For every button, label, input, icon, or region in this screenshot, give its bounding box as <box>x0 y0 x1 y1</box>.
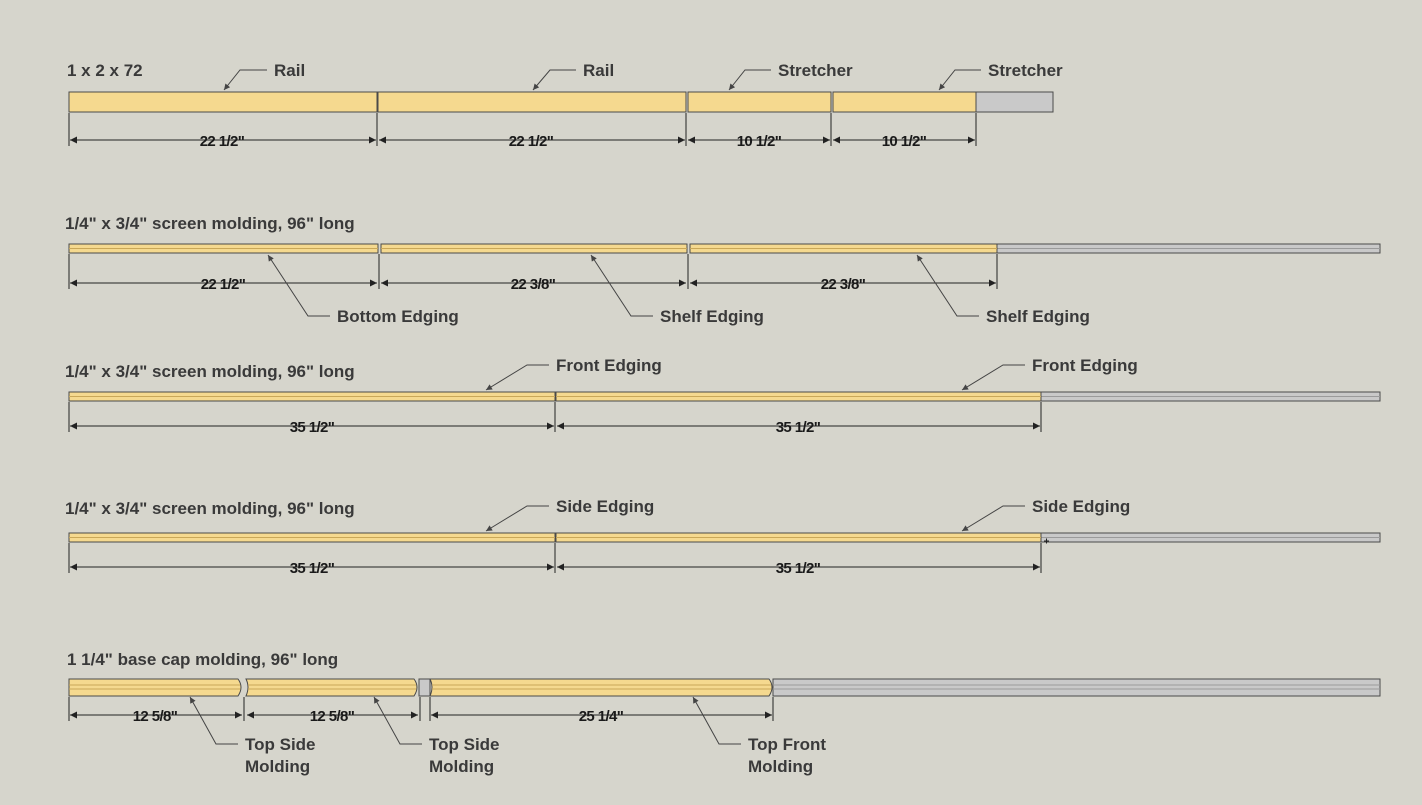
cut-piece-bottom-edging: 22 1/2" Bottom Edging <box>68 243 459 326</box>
piece-label-line-1: Top Front <box>748 735 826 754</box>
leader-line <box>373 696 422 745</box>
leader-line <box>532 69 576 91</box>
piece-label: Front Edging <box>556 356 662 375</box>
cut-piece-rail-2: 22 1/2" Rail <box>376 61 687 150</box>
board-title: 1/4" x 3/4" screen molding, 96" long <box>65 499 355 518</box>
board-title: 1/4" x 3/4" screen molding, 96" long <box>65 214 355 233</box>
board-piece <box>68 678 242 697</box>
dimension-label: 35 1/2" <box>776 560 821 577</box>
dimension-label: 22 1/2" <box>200 133 245 150</box>
dimension-label: 35 1/2" <box>290 419 335 436</box>
board-piece <box>429 678 773 697</box>
board-kerf-offcut <box>418 678 431 697</box>
dimension-label: 12 5/8" <box>310 708 355 725</box>
cut-piece-top-side-molding-2: 12 5/8" Top Side Molding <box>243 678 500 776</box>
cut-piece-top-front-molding: 25 1/4" Top Front Molding <box>419 678 826 776</box>
cut-piece-stretcher-1: 10 1/2" Stretcher <box>685 61 853 150</box>
board-title: 1/4" x 3/4" screen molding, 96" long <box>65 362 355 381</box>
board-piece <box>377 91 687 113</box>
board-title: 1 1/4" base cap molding, 96" long <box>67 650 338 669</box>
board-title: 1 x 2 x 72 <box>67 61 143 80</box>
leader-line <box>267 254 330 317</box>
stock-board-4: 1/4" x 3/4" screen molding, 96" long 35 … <box>65 497 1381 577</box>
board-piece <box>832 91 977 113</box>
cursor-crosshair-icon <box>1044 538 1049 544</box>
stock-board-1: 1 x 2 x 72 22 1/2" Rail 22 1/2" Rail 10 … <box>67 61 1063 150</box>
dimension-label: 12 5/8" <box>133 708 178 725</box>
leader-line <box>590 254 653 317</box>
leader-line <box>938 69 981 91</box>
piece-label-line-2: Molding <box>429 757 494 776</box>
cut-piece-side-edging-2: 35 1/2" Side Edging <box>554 497 1130 577</box>
piece-label: Side Edging <box>556 497 654 516</box>
cut-piece-stretcher-2: 10 1/2" Stretcher <box>830 61 1063 150</box>
leader-line <box>223 69 267 91</box>
stock-board-5: 1 1/4" base cap molding, 96" long 12 5/8… <box>67 650 1381 776</box>
piece-label-line-2: Molding <box>245 757 310 776</box>
dimension-label: 10 1/2" <box>737 133 782 150</box>
leader-line <box>692 696 741 745</box>
dimension-label: 35 1/2" <box>776 419 821 436</box>
cut-piece-rail-1: 22 1/2" Rail <box>68 61 378 150</box>
board-piece <box>687 91 832 113</box>
piece-label-line-1: Top Side <box>245 735 316 754</box>
leader-line <box>961 505 1025 532</box>
piece-label-line-1: Top Side <box>429 735 500 754</box>
leader-line <box>916 254 979 317</box>
piece-label: Front Edging <box>1032 356 1138 375</box>
leader-line <box>961 364 1025 391</box>
dimension-label: 35 1/2" <box>290 560 335 577</box>
dimension-label: 22 1/2" <box>509 133 554 150</box>
dimension-label: 22 3/8" <box>511 276 556 293</box>
piece-label: Side Edging <box>1032 497 1130 516</box>
cut-piece-front-edging-1: 35 1/2" Front Edging <box>68 356 662 436</box>
piece-label-line-2: Molding <box>748 757 813 776</box>
piece-label: Stretcher <box>778 61 853 80</box>
cut-piece-shelf-edging-2: 22 3/8" Shelf Edging <box>687 243 1090 326</box>
leader-line <box>485 364 549 391</box>
stock-board-2: 1/4" x 3/4" screen molding, 96" long 22 … <box>65 214 1381 326</box>
cut-piece-top-side-molding-1: 12 5/8" Top Side Molding <box>68 678 316 776</box>
dimension-label: 10 1/2" <box>882 133 927 150</box>
piece-label: Shelf Edging <box>660 307 764 326</box>
dimension-label: 25 1/4" <box>579 708 624 725</box>
leader-line <box>728 69 771 91</box>
leader-line <box>485 505 549 532</box>
cut-piece-side-edging-1: 35 1/2" Side Edging <box>68 497 654 577</box>
dimension-label: 22 1/2" <box>201 276 246 293</box>
cut-piece-front-edging-2: 35 1/2" Front Edging <box>554 356 1138 436</box>
cut-piece-shelf-edging-1: 22 3/8" Shelf Edging <box>378 243 764 326</box>
board-piece <box>68 91 378 113</box>
dimension-label: 22 3/8" <box>821 276 866 293</box>
piece-label: Rail <box>274 61 305 80</box>
piece-label: Stretcher <box>988 61 1063 80</box>
stock-board-3: 1/4" x 3/4" screen molding, 96" long 35 … <box>65 356 1381 436</box>
board-offcut <box>975 91 1054 113</box>
board-offcut <box>772 678 1381 697</box>
piece-label: Rail <box>583 61 614 80</box>
piece-label: Bottom Edging <box>337 307 459 326</box>
leader-line <box>189 696 238 745</box>
piece-label: Shelf Edging <box>986 307 1090 326</box>
board-piece <box>245 678 418 697</box>
